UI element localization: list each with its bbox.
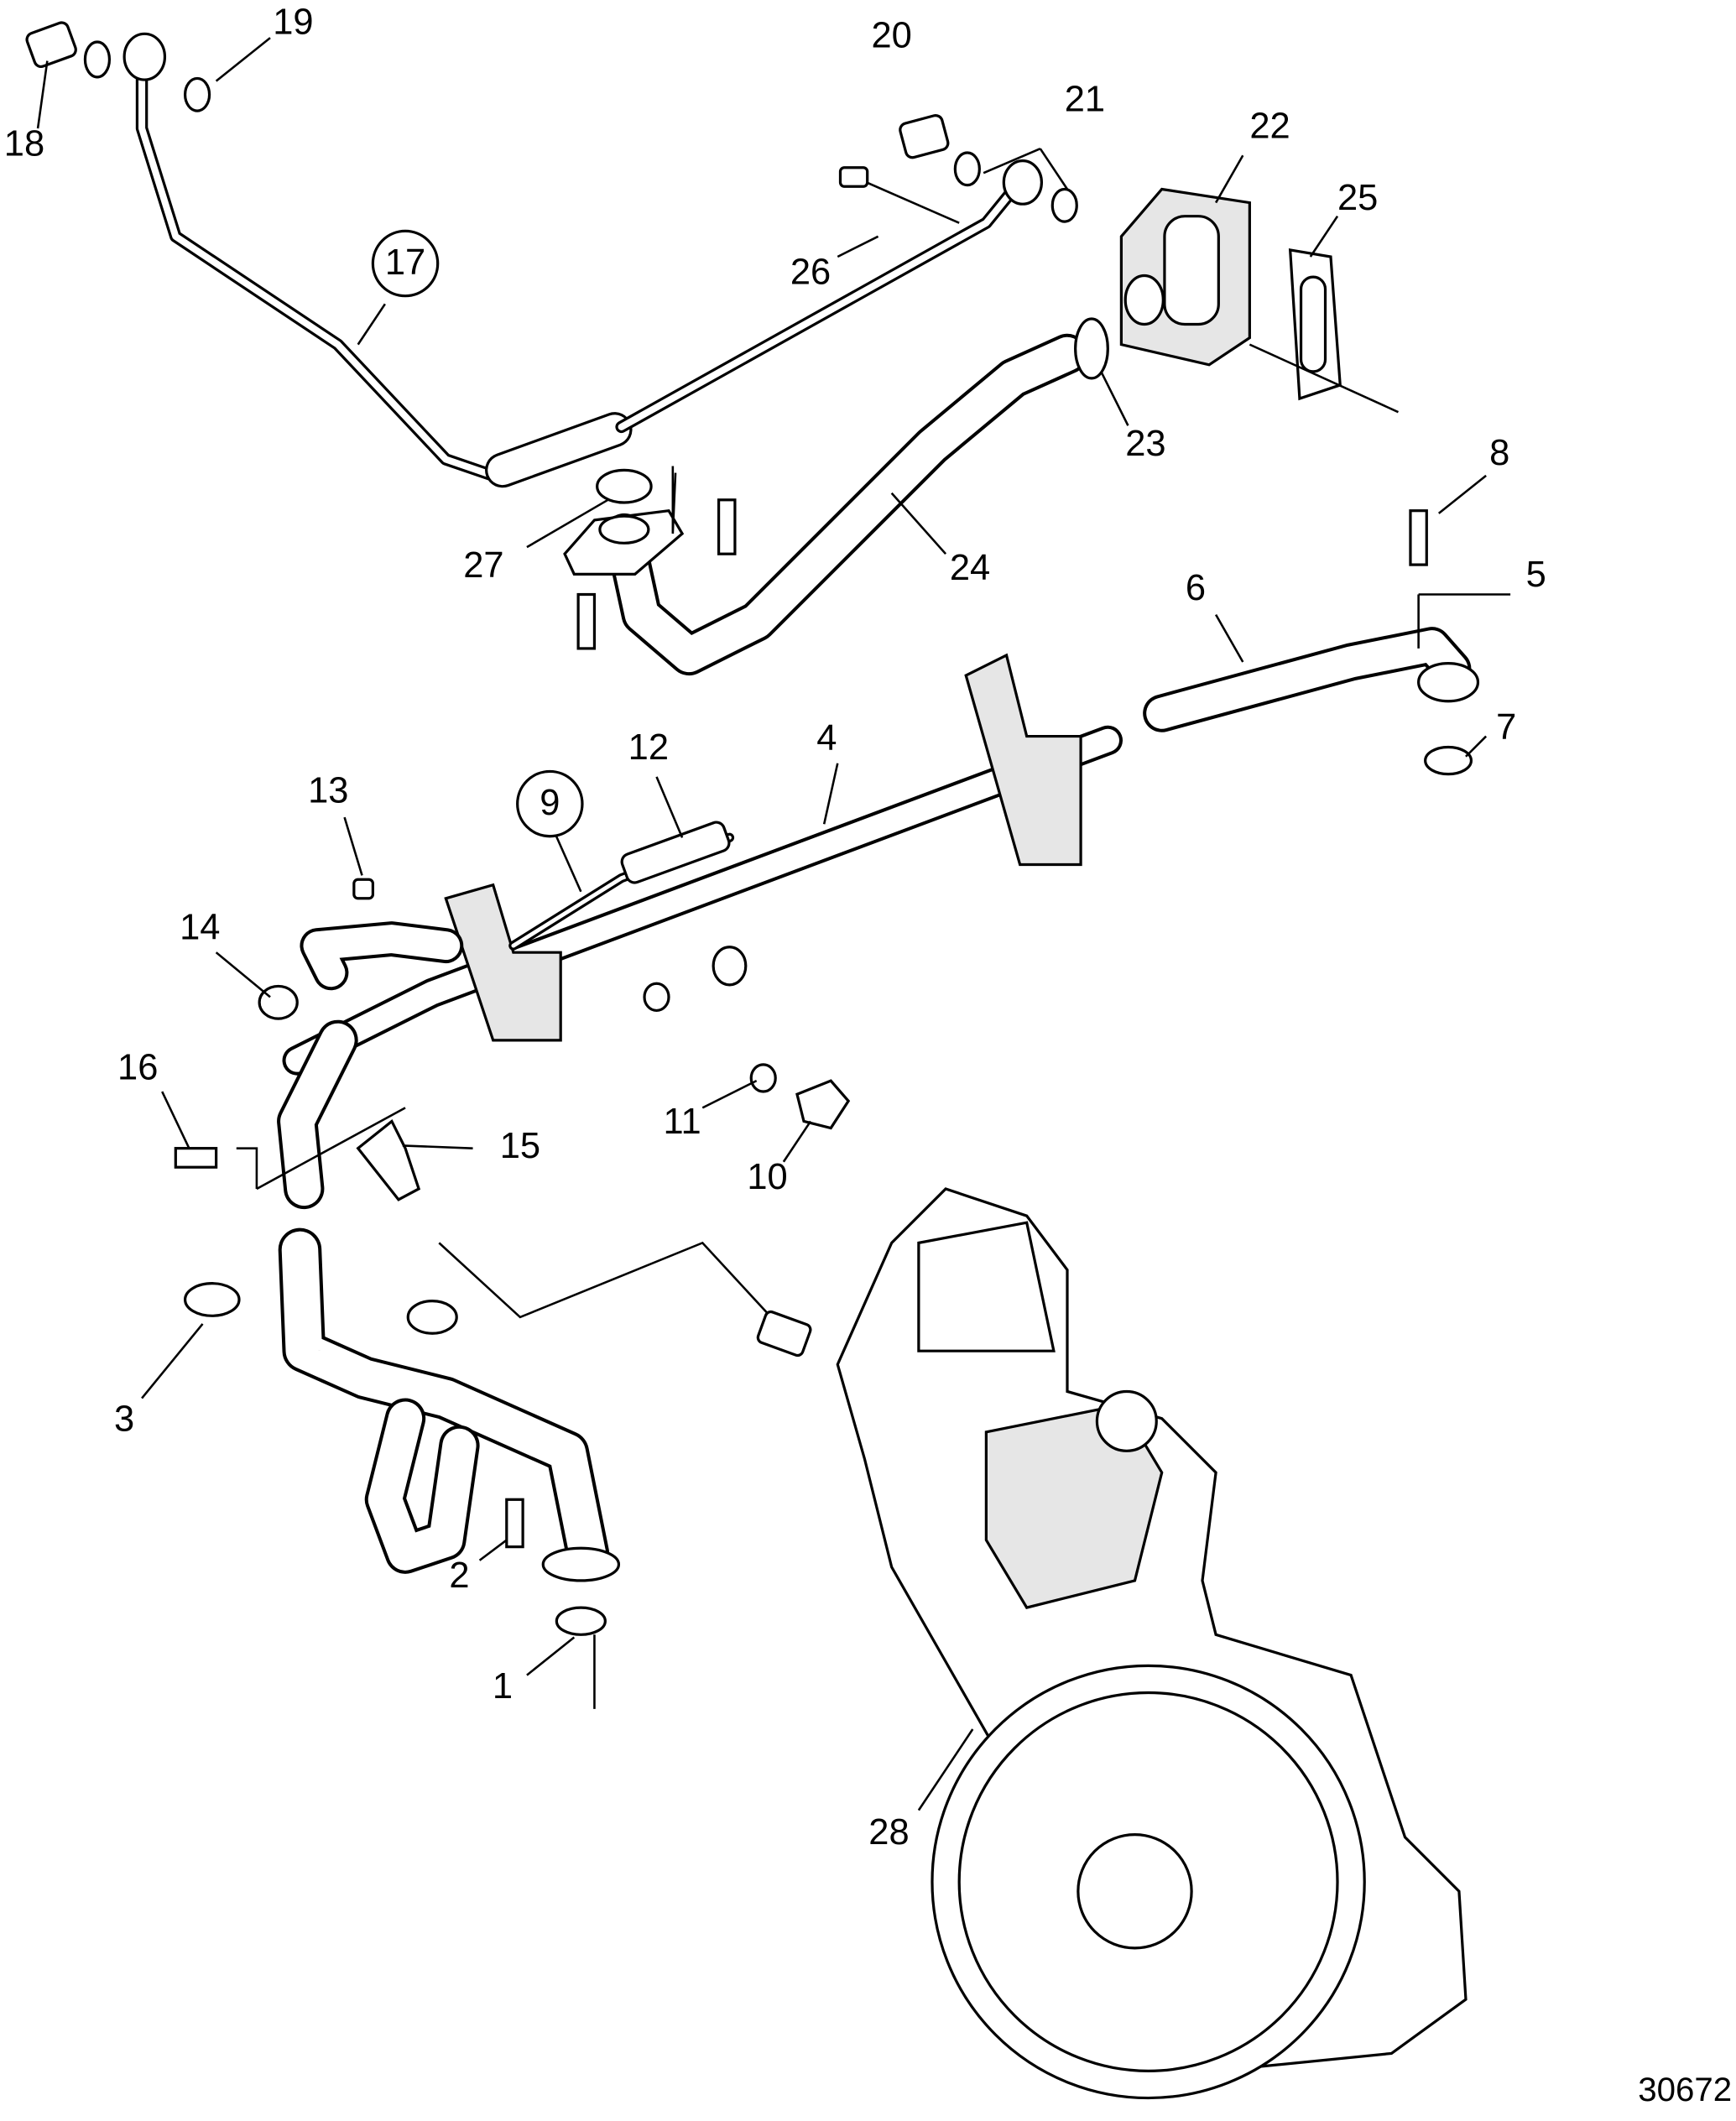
hose-lower [174, 1019, 621, 1636]
callout-3: 3 [114, 1399, 134, 1439]
callout-15: 15 [500, 1126, 540, 1166]
oil-pipe-17 [135, 61, 499, 482]
callout-19: 19 [273, 3, 313, 43]
callout-17-circle [371, 229, 440, 298]
sensor-pipe-9-12 [508, 821, 851, 1130]
callout-9: 9 [540, 783, 560, 823]
callout-8: 8 [1489, 433, 1509, 473]
callout-28: 28 [868, 1812, 909, 1853]
callout-24: 24 [950, 548, 990, 588]
oil-pipe-upper [615, 180, 1023, 434]
callout-7: 7 [1496, 707, 1516, 748]
callout-4: 4 [816, 718, 837, 758]
callout-14: 14 [180, 907, 220, 947]
callout-9-circle [516, 769, 584, 838]
callout-26: 26 [790, 252, 831, 292]
callout-16: 16 [117, 1048, 158, 1088]
callout-18: 18 [4, 123, 44, 164]
water-pump-28 [756, 1187, 1468, 2100]
hose-13-14 [258, 878, 464, 1020]
banjo-bolt-18 [25, 21, 211, 112]
callout-1: 1 [493, 1666, 513, 1707]
callout-10: 10 [747, 1157, 787, 1197]
leader-lines [36, 37, 1511, 1811]
callout-labels: 18 19 20 21 22 25 26 17 23 27 24 8 5 6 7… [4, 3, 1732, 2108]
callout-2: 2 [449, 1556, 469, 1596]
callout-20: 20 [871, 16, 911, 56]
callout-12: 12 [628, 727, 669, 768]
reference-number: 30672 [1638, 2071, 1732, 2108]
hose-sleeve [485, 412, 633, 488]
adapter-block-22 [1119, 187, 1251, 367]
callout-25: 25 [1337, 178, 1378, 218]
callout-5: 5 [1526, 555, 1546, 595]
callout-22: 22 [1249, 107, 1290, 147]
callout-13: 13 [308, 771, 348, 811]
callout-23: 23 [1125, 424, 1165, 464]
coolant-pipe-24 [603, 317, 1109, 676]
coolant-pipe-5-6 [1143, 509, 1480, 776]
callout-6: 6 [1186, 568, 1206, 608]
flange-27 [563, 468, 737, 650]
callout-21: 21 [1065, 79, 1105, 119]
gasket-25 [1288, 248, 1342, 401]
callout-27: 27 [463, 545, 503, 586]
callout-11: 11 [664, 1102, 701, 1142]
banjo-bolt-20 [838, 113, 1078, 224]
callout-17: 17 [385, 242, 425, 283]
